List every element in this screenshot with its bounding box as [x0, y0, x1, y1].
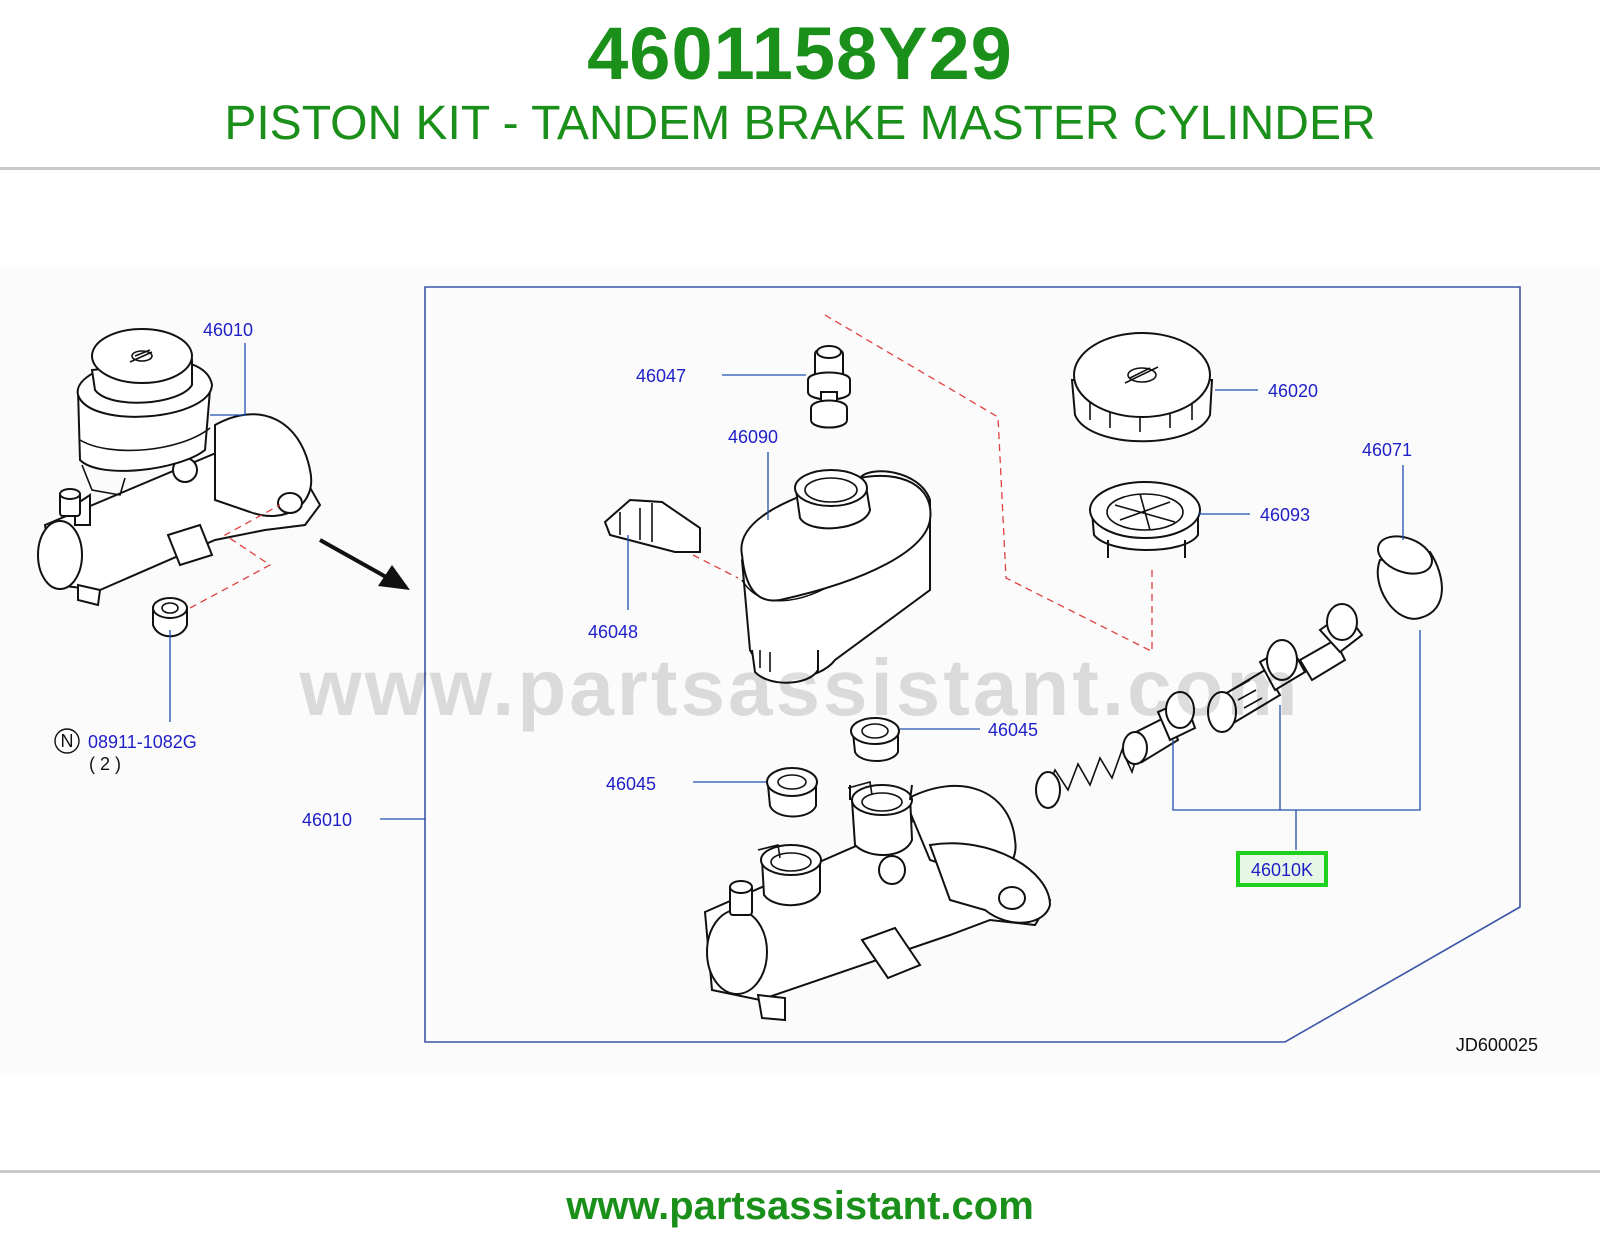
label-08911-1082G[interactable]: 08911-1082G: [88, 732, 197, 752]
piston-kit-internals-illustration: [1035, 535, 1443, 809]
switch-46048-illustration: [603, 498, 701, 553]
master-cylinder-body-46010-illustration: [703, 780, 1052, 1022]
diagram-code: JD600025: [1456, 1035, 1538, 1055]
pin-46047-illustration: [807, 345, 851, 429]
watermark: www.partsassistant.com: [298, 643, 1300, 732]
reservoir-dashed-guide: [824, 314, 1154, 653]
reservoir-46090-illustration: [740, 469, 932, 684]
label-46010-body[interactable]: 46010: [302, 810, 352, 830]
label-46020[interactable]: 46020: [1268, 381, 1318, 401]
seal-46045-upper-illustration: [850, 717, 900, 762]
note-n-circle: [54, 728, 80, 754]
washer-08911-illustration: [152, 597, 188, 638]
label-46071[interactable]: 46071: [1362, 440, 1412, 460]
switch-dashed-guide: [692, 554, 739, 579]
label-08911-quantity: ( 2 ): [89, 754, 121, 774]
label-46093[interactable]: 46093: [1260, 505, 1310, 525]
part-number: 4601158Y29: [587, 12, 1013, 95]
assembled-master-cylinder-illustration: [37, 328, 322, 607]
header-divider: [0, 167, 1600, 170]
highlight-box-46010K[interactable]: [1236, 851, 1328, 887]
part-title: PISTON KIT - TANDEM BRAKE MASTER CYLINDE…: [224, 97, 1376, 150]
label-46010K[interactable]: 46010K: [1251, 860, 1313, 880]
page-header: 4601158Y29 PISTON KIT - TANDEM BRAKE MAS…: [0, 0, 1600, 170]
filter-46093-illustration: [1089, 481, 1201, 558]
label-46090[interactable]: 46090: [728, 427, 778, 447]
note-n-marker: N: [61, 731, 74, 751]
label-46010-assembly[interactable]: 46010: [203, 320, 253, 340]
explode-arrow: [319, 538, 410, 590]
label-46047[interactable]: 46047: [636, 366, 686, 386]
footer-url-link[interactable]: www.partsassistant.com: [566, 1184, 1034, 1228]
label-46045-lower[interactable]: 46045: [606, 774, 656, 794]
cap-46020-illustration: [1070, 332, 1214, 443]
label-46045-upper[interactable]: 46045: [988, 720, 1038, 740]
leader-lines: [169, 343, 1421, 850]
footer-divider: [0, 1170, 1600, 1173]
label-46048[interactable]: 46048: [588, 622, 638, 642]
exploded-view-frame: [424, 286, 1521, 1043]
seal-46045-lower-illustration: [766, 767, 818, 818]
